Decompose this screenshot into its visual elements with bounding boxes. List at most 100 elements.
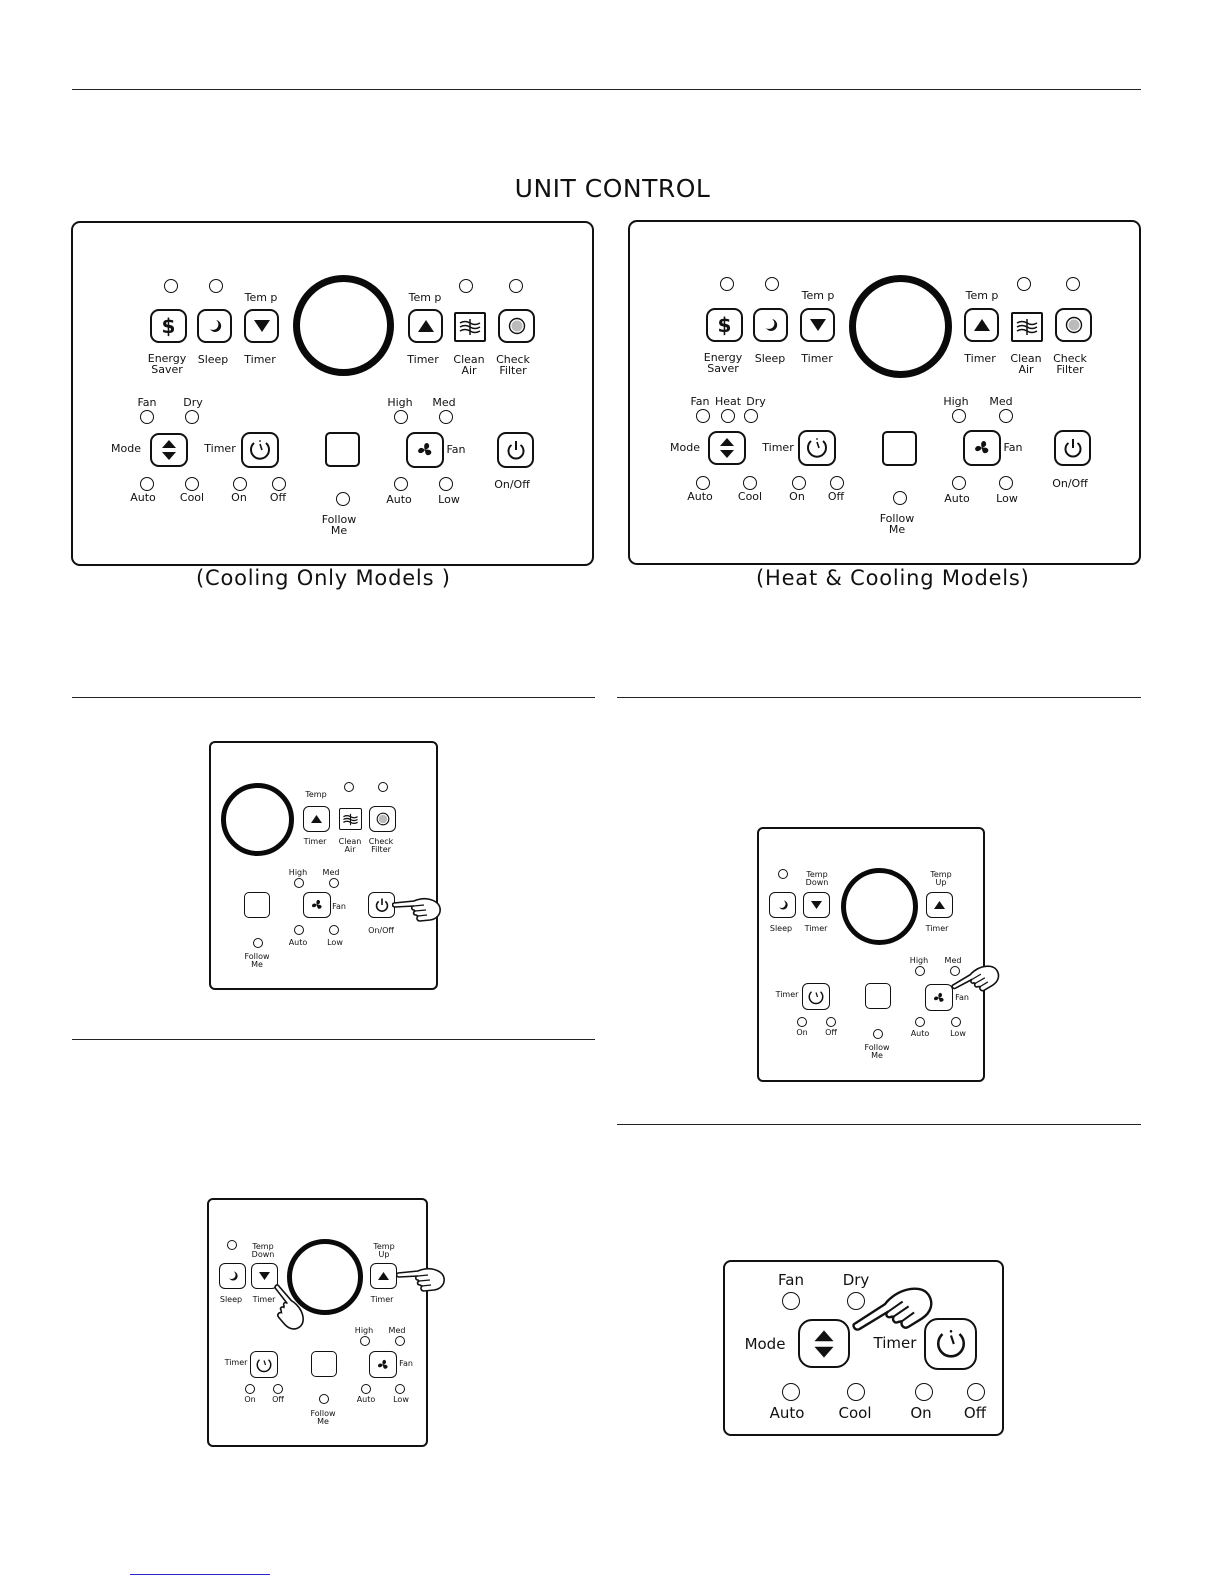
timer-label: Timer <box>370 1295 394 1304</box>
high-indicator <box>915 966 925 976</box>
check-filter-button[interactable] <box>1055 308 1092 342</box>
check-filter-indicator <box>378 782 388 792</box>
timer-label: Timer <box>964 352 996 365</box>
sleep-button[interactable] <box>769 892 796 918</box>
auto-indicator <box>140 477 154 491</box>
fan-speed-button[interactable] <box>303 892 331 918</box>
energy-saver-button[interactable]: $ <box>706 308 743 342</box>
low-label: Low <box>327 938 343 947</box>
timer-on-indicator <box>233 477 247 491</box>
check-filter-indicator <box>1066 277 1080 291</box>
energy-saver-label: Energy Saver <box>703 351 743 375</box>
temp-up-label: Temp Up <box>373 1242 395 1259</box>
check-filter-button[interactable] <box>369 806 396 832</box>
follow-me-label: Follow Me <box>321 513 357 537</box>
mode-button[interactable] <box>150 433 188 467</box>
sleep-label: Sleep <box>754 352 786 365</box>
temp-up-button[interactable] <box>370 1263 397 1289</box>
follow-me-indicator <box>336 492 350 506</box>
follow-me-label: Follow Me <box>244 952 270 969</box>
sleep-label: Sleep <box>769 924 793 933</box>
fan-mode-label: Fan <box>690 395 710 408</box>
follow-me-sensor <box>882 431 917 466</box>
clean-air-button[interactable] <box>1011 312 1043 342</box>
low-label: Low <box>996 492 1018 505</box>
fan-speed-button[interactable] <box>925 984 953 1011</box>
on-label: On <box>231 491 247 504</box>
auto-fan-label: Auto <box>944 492 970 505</box>
heat-cooling-caption: (Heat & Cooling Models) <box>756 566 1030 590</box>
med-indicator <box>439 410 453 424</box>
auto-fan-label: Auto <box>356 1395 376 1404</box>
temp-up-button[interactable] <box>303 806 330 832</box>
timer-button[interactable] <box>802 983 830 1010</box>
temp-down-button[interactable] <box>251 1263 278 1289</box>
temp-down-button[interactable] <box>800 308 835 342</box>
timer-button[interactable] <box>250 1351 278 1378</box>
fan-swirl-icon <box>933 992 944 1002</box>
sleep-indicator <box>778 869 788 879</box>
triangle-down-icon <box>809 319 826 331</box>
triangle-up-icon <box>934 901 945 909</box>
check-filter-button[interactable] <box>498 309 535 343</box>
mode-label: Mode <box>111 442 141 455</box>
sleep-button[interactable] <box>197 309 232 343</box>
cool-indicator <box>185 477 199 491</box>
section-rule <box>617 697 1141 698</box>
fan-speed-button[interactable] <box>369 1351 397 1378</box>
dry-label: Dry <box>746 395 766 408</box>
follow-me-label: Follow Me <box>879 512 915 536</box>
auto-fan-indicator <box>952 476 966 490</box>
med-indicator <box>950 966 960 976</box>
timer-button[interactable] <box>924 1318 977 1370</box>
sleep-button[interactable] <box>219 1263 246 1289</box>
display-ring <box>841 868 918 945</box>
timer-off-indicator <box>273 1384 283 1394</box>
up-down-arrows-icon <box>814 1329 834 1358</box>
mode-timer-illustration-panel: Fan Dry Mode Timer Auto Cool On Off <box>723 1260 1004 1436</box>
timer-label: Timer <box>762 441 794 454</box>
power-button[interactable] <box>368 892 395 918</box>
timer-button[interactable] <box>798 430 836 466</box>
temp-label: Tem p <box>801 289 835 302</box>
mode-button[interactable] <box>798 1319 850 1368</box>
energy-saver-button[interactable]: $ <box>150 309 187 343</box>
low-label: Low <box>393 1395 409 1404</box>
triangle-up-icon <box>311 815 322 823</box>
fan-speed-button[interactable] <box>963 430 1001 466</box>
low-label: Low <box>438 493 460 506</box>
fan-speed-button[interactable] <box>406 432 444 468</box>
check-filter-label: Check Filter <box>368 837 394 854</box>
on-off-label: On/Off <box>368 926 394 935</box>
moon-icon <box>765 319 777 331</box>
auto-label: Auto <box>769 1404 805 1422</box>
auto-indicator <box>782 1383 800 1401</box>
sleep-button[interactable] <box>753 308 788 342</box>
temp-down-button[interactable] <box>244 309 279 343</box>
mode-button[interactable] <box>708 431 746 465</box>
temp-up-button[interactable] <box>926 892 953 918</box>
clean-air-label: Clean Air <box>453 353 485 377</box>
med-label: Med <box>989 395 1013 408</box>
timer-clock-icon <box>807 438 827 458</box>
low-indicator <box>329 925 339 935</box>
temp-up-button[interactable] <box>408 309 443 343</box>
clean-air-button[interactable] <box>339 808 362 830</box>
timer-label: Timer <box>204 442 236 455</box>
check-filter-indicator <box>509 279 523 293</box>
clean-air-button[interactable] <box>454 312 486 342</box>
power-button[interactable] <box>497 432 534 468</box>
timer-button[interactable] <box>241 432 279 468</box>
section-rule <box>72 1039 595 1040</box>
high-label: High <box>354 1326 374 1335</box>
timer-clock-icon <box>808 990 824 1004</box>
display-ring <box>221 783 294 856</box>
timer-label: Timer <box>252 1295 276 1304</box>
temp-down-button[interactable] <box>803 892 830 918</box>
dollar-sign-icon: $ <box>717 313 732 337</box>
filter-dots-icon <box>1065 316 1082 334</box>
temp-up-button[interactable] <box>964 308 999 342</box>
power-button[interactable] <box>1054 430 1091 466</box>
temp-label: Temp <box>305 790 327 799</box>
clean-air-label: Clean Air <box>338 837 362 854</box>
